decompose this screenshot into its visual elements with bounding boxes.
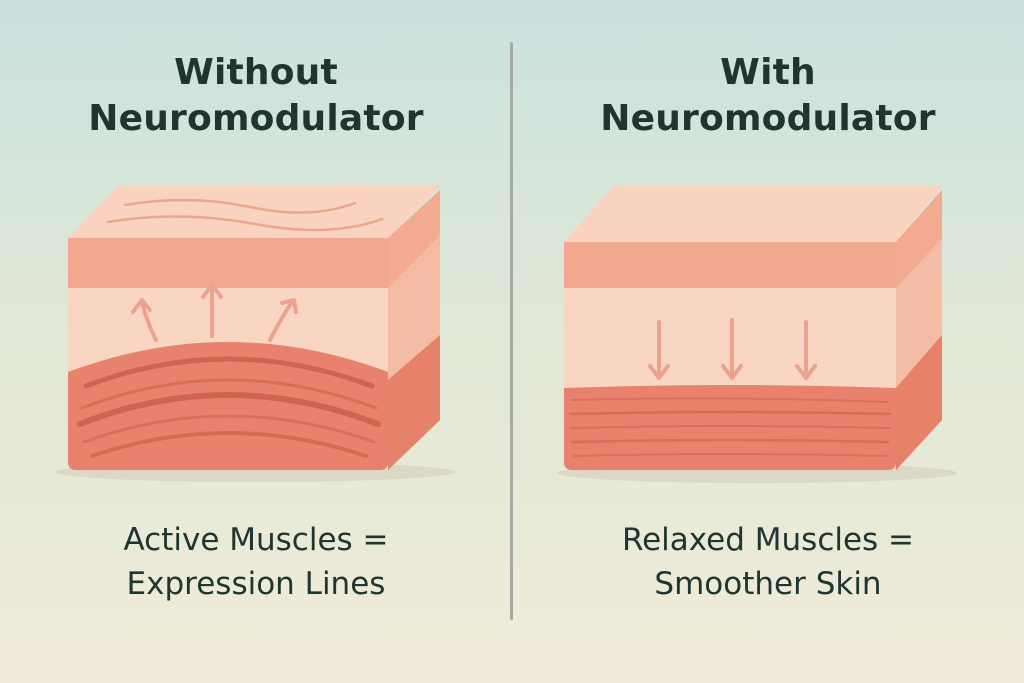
arrow-down-icon — [795, 320, 817, 380]
right-caption-line2: Smoother Skin — [654, 566, 882, 602]
arrow-down-icon — [648, 320, 670, 380]
right-title: With Neuromodulator — [512, 50, 1024, 142]
arrows-up — [131, 283, 298, 342]
skin-block-relaxed — [557, 186, 957, 483]
muscle-layer-contracted — [68, 342, 388, 470]
wrinkle-lines — [106, 198, 384, 232]
right-title-line2: Neuromodulator — [600, 98, 936, 139]
right-caption: Relaxed Muscles = Smoother Skin — [512, 518, 1024, 606]
top-face-smooth — [564, 186, 942, 242]
left-caption: Active Muscles = Expression Lines — [0, 518, 512, 606]
right-title-line1: With — [720, 52, 816, 93]
left-caption-line1: Active Muscles = — [123, 522, 389, 558]
top-face — [68, 186, 440, 238]
panel-without-neuromodulator: Without Neuromodulator — [0, 50, 512, 606]
left-title-line1: Without — [174, 52, 338, 93]
skin-block-active — [55, 186, 455, 482]
arrow-up-icon — [201, 283, 223, 338]
left-title: Without Neuromodulator — [0, 50, 512, 142]
epidermis-layer — [564, 242, 896, 288]
muscle-layer-relaxed — [564, 385, 896, 470]
arrows-down — [648, 318, 817, 380]
epidermis-layer — [68, 238, 388, 288]
right-caption-line1: Relaxed Muscles = — [621, 522, 915, 558]
arrow-up-icon — [131, 298, 158, 342]
panel-with-neuromodulator: With Neuromodulator — [512, 0, 1024, 683]
muscle-fibers — [77, 356, 381, 458]
arrow-down-icon — [721, 318, 743, 380]
left-caption-line2: Expression Lines — [126, 566, 386, 602]
muscle-fibers — [568, 397, 892, 457]
center-divider — [510, 42, 513, 620]
left-title-line2: Neuromodulator — [88, 98, 424, 139]
arrow-up-icon — [268, 298, 298, 342]
